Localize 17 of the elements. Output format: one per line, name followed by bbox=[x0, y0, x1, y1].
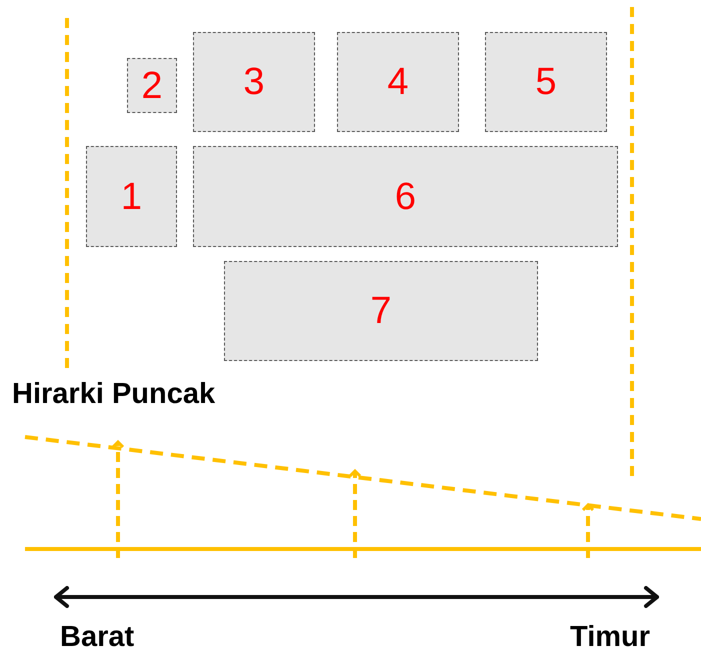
dashed-box bbox=[224, 261, 538, 361]
direction-label: Barat bbox=[60, 623, 134, 652]
direction-label: Timur bbox=[570, 623, 650, 652]
box-number: 1 bbox=[120, 178, 142, 216]
box-number: 6 bbox=[394, 178, 416, 216]
dashed-box bbox=[193, 32, 315, 132]
dashed-box bbox=[337, 32, 459, 132]
box-number: 7 bbox=[370, 292, 392, 330]
box-number: 4 bbox=[387, 63, 409, 101]
dashed-box bbox=[127, 58, 177, 113]
dashed-box bbox=[193, 146, 618, 247]
dashed-box bbox=[485, 32, 607, 132]
dashed-box bbox=[86, 146, 177, 247]
box-number: 2 bbox=[141, 66, 163, 104]
heading: Hirarki Puncak bbox=[12, 380, 216, 409]
box-number: 5 bbox=[535, 63, 557, 101]
box-number: 3 bbox=[243, 63, 265, 101]
